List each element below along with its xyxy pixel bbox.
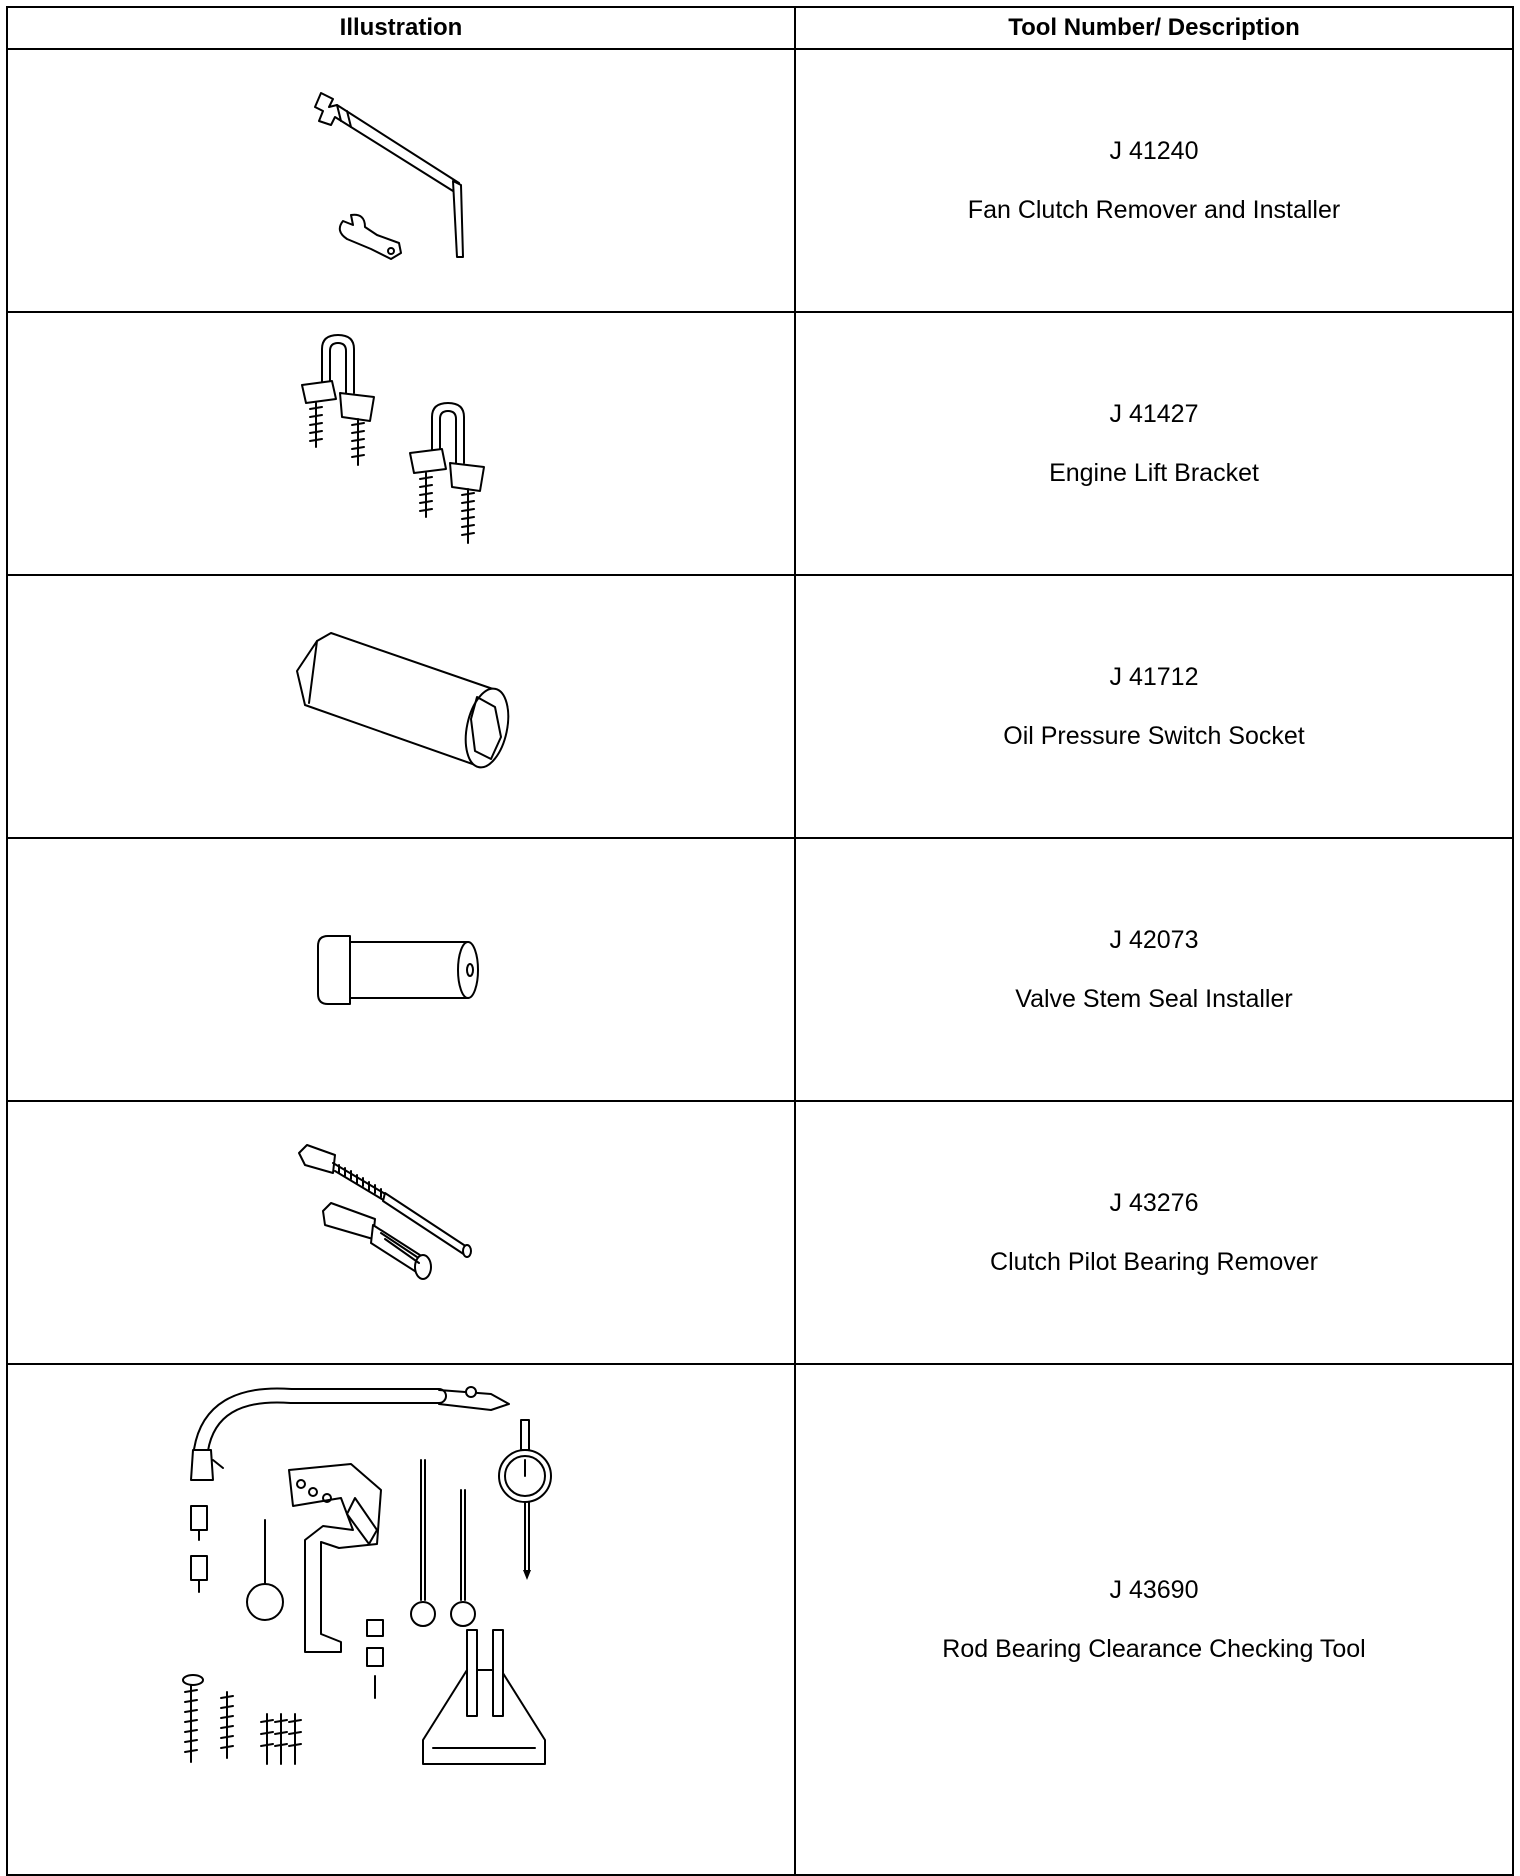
table-row: J 42073 Valve Stem Seal Installer <box>6 837 1514 1102</box>
dial-indicator-kit-icon <box>171 1380 631 1860</box>
special-tools-table: Illustration Tool Number/ Description J … <box>6 6 1514 1876</box>
tool-description-cell: J 41427 Engine Lift Bracket <box>794 311 1514 576</box>
tool-number: J 41427 <box>1109 399 1199 428</box>
illustration-cell <box>6 1363 796 1876</box>
engine-lift-bracket-icon <box>286 329 516 559</box>
tool-description: Valve Stem Seal Installer <box>1015 984 1293 1013</box>
tool-description-cell: J 43276 Clutch Pilot Bearing Remover <box>794 1100 1514 1365</box>
tool-number: J 43690 <box>1109 1575 1199 1604</box>
table-row: J 43276 Clutch Pilot Bearing Remover <box>6 1100 1514 1365</box>
table-row: J 43690 Rod Bearing Clearance Checking T… <box>6 1363 1514 1876</box>
tool-description-cell: J 42073 Valve Stem Seal Installer <box>794 837 1514 1102</box>
tool-description-cell: J 43690 Rod Bearing Clearance Checking T… <box>794 1363 1514 1876</box>
tool-number: J 42073 <box>1109 925 1199 954</box>
illustration-cell <box>6 837 796 1102</box>
table-row: J 41712 Oil Pressure Switch Socket <box>6 574 1514 839</box>
illustration-cell <box>6 574 796 839</box>
tool-description: Clutch Pilot Bearing Remover <box>990 1247 1318 1276</box>
table-header-row: Illustration Tool Number/ Description <box>6 6 1514 50</box>
illustration-cell <box>6 1100 796 1365</box>
header-tool-number-description: Tool Number/ Description <box>794 6 1514 50</box>
tool-number: J 43276 <box>1109 1188 1199 1217</box>
tool-description: Fan Clutch Remover and Installer <box>967 195 1341 224</box>
tool-number: J 41712 <box>1109 662 1199 691</box>
socket-icon <box>281 627 521 787</box>
seal-installer-icon <box>306 930 496 1010</box>
fan-clutch-wrench-icon <box>291 81 511 281</box>
bearing-remover-icon <box>291 1143 511 1323</box>
illustration-cell <box>6 48 796 313</box>
tool-description-cell: J 41712 Oil Pressure Switch Socket <box>794 574 1514 839</box>
tool-description: Rod Bearing Clearance Checking Tool <box>942 1634 1366 1663</box>
tool-description: Oil Pressure Switch Socket <box>1003 721 1305 750</box>
tool-number: J 41240 <box>1109 136 1199 165</box>
table-row: J 41427 Engine Lift Bracket <box>6 311 1514 576</box>
header-illustration: Illustration <box>6 6 796 50</box>
tool-description-cell: J 41240 Fan Clutch Remover and Installer <box>794 48 1514 313</box>
tool-description: Engine Lift Bracket <box>1049 458 1259 487</box>
table-row: J 41240 Fan Clutch Remover and Installer <box>6 48 1514 313</box>
illustration-cell <box>6 311 796 576</box>
